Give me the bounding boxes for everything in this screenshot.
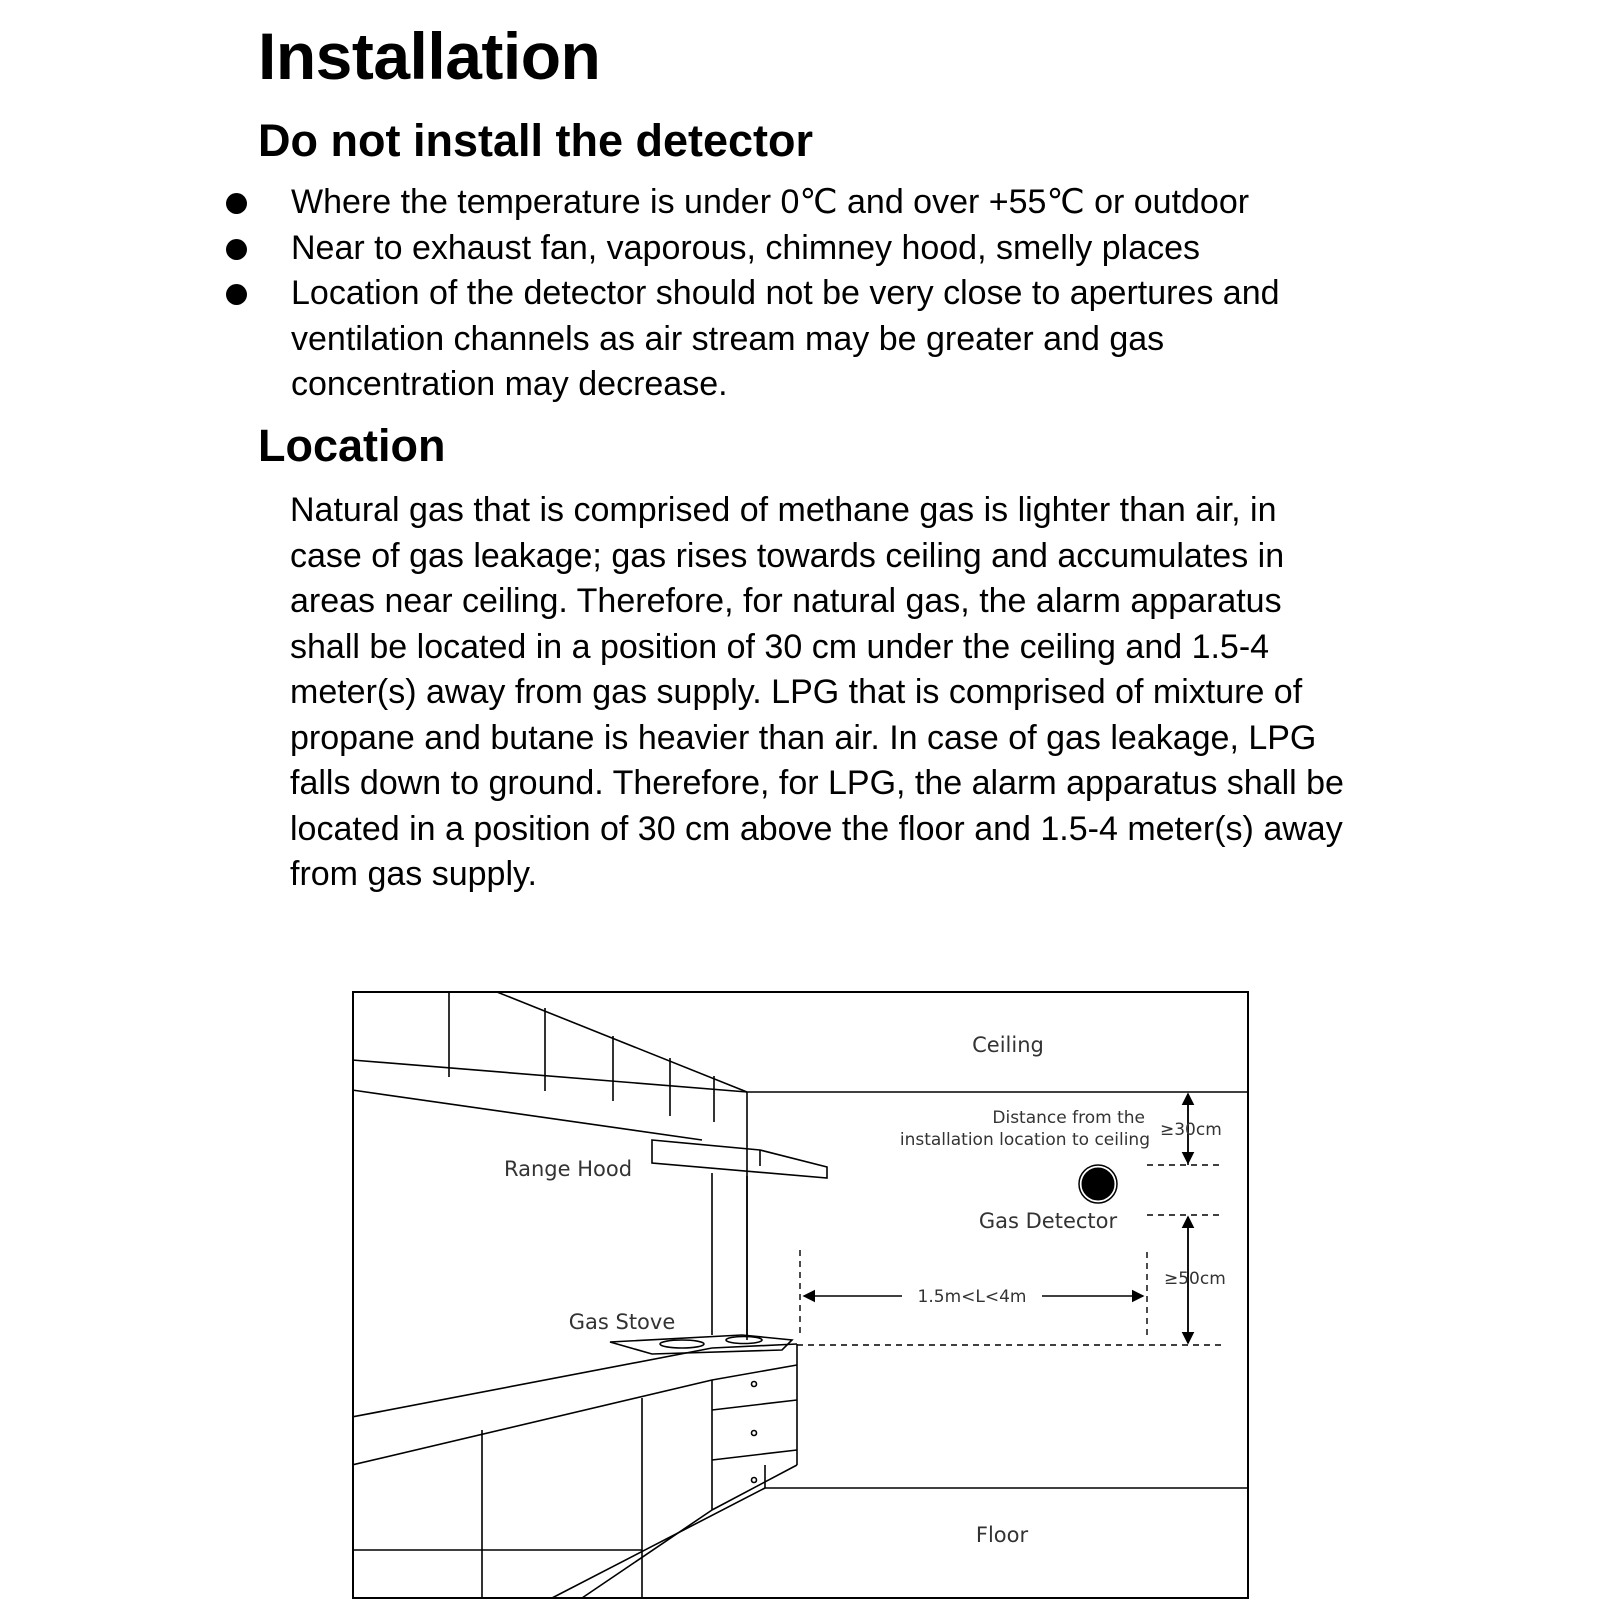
- height-distance-label: ≥50cm: [1164, 1269, 1226, 1289]
- list-item-text: Near to exhaust fan, vaporous, chimney h…: [291, 228, 1201, 267]
- horizontal-distance-label: 1.5m<L<4m: [918, 1287, 1027, 1307]
- range-hood: [651, 1139, 828, 1335]
- counter: [352, 1343, 798, 1599]
- gas-stove: [609, 1334, 794, 1355]
- bullet-icon: [226, 284, 247, 305]
- do-not-install-list: Where the temperature is under 0℃ and ov…: [226, 180, 1366, 408]
- list-item: Near to exhaust fan, vaporous, chimney h…: [226, 226, 1366, 272]
- upper-cabinets: [352, 991, 748, 1141]
- installation-diagram: Ceiling Floor Range Hood Gas Stove Gas D…: [352, 991, 1249, 1599]
- floor-label: Floor: [976, 1523, 1029, 1547]
- list-item-text: Where the temperature is under 0℃ and ov…: [291, 183, 1250, 221]
- gas-detector-icon: [1081, 1167, 1115, 1201]
- list-item: Location of the detector should not be v…: [226, 271, 1366, 408]
- page-title: Installation: [258, 19, 601, 93]
- section-heading-location: Location: [258, 420, 446, 471]
- gas-detector-label: Gas Detector: [979, 1209, 1118, 1233]
- gas-stove-label: Gas Stove: [569, 1310, 676, 1334]
- floor-corner-diagonal: [551, 1487, 766, 1599]
- distance-note-line2: installation location to ceiling: [900, 1130, 1150, 1150]
- list-item-text: Location of the detector should not be v…: [291, 274, 1280, 403]
- location-paragraph: Natural gas that is comprised of methane…: [290, 491, 1344, 893]
- distance-note-line1: Distance from the: [992, 1108, 1145, 1128]
- section-heading-do-not-install: Do not install the detector: [258, 115, 814, 166]
- bullet-icon: [226, 193, 247, 214]
- list-item: Where the temperature is under 0℃ and ov…: [226, 180, 1366, 226]
- ceiling-label: Ceiling: [972, 1033, 1044, 1057]
- bullet-icon: [226, 238, 247, 260]
- dimension-arrows: [802, 1092, 1195, 1345]
- ceiling-distance-label: ≥30cm: [1160, 1120, 1222, 1140]
- range-hood-label: Range Hood: [504, 1157, 632, 1181]
- diagram-frame: [352, 991, 1249, 1599]
- measurement-guides: [797, 1164, 1222, 1346]
